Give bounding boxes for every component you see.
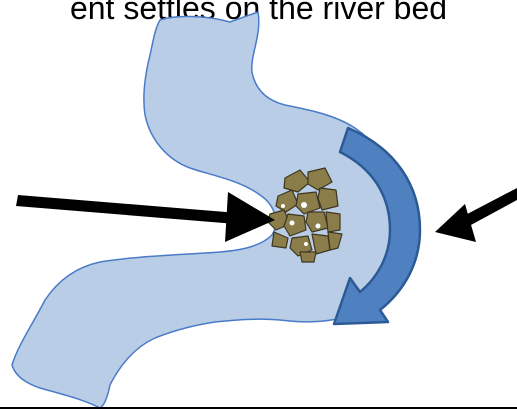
left-pointing-arrow-icon [435,188,517,242]
bottom-divider [0,407,517,409]
curved-flow-arrow-icon [332,126,422,326]
sediment-deposit [267,167,343,263]
sediment-highlights [281,202,321,246]
river-channel [11,10,402,409]
right-pointing-arrow-icon [16,192,275,242]
